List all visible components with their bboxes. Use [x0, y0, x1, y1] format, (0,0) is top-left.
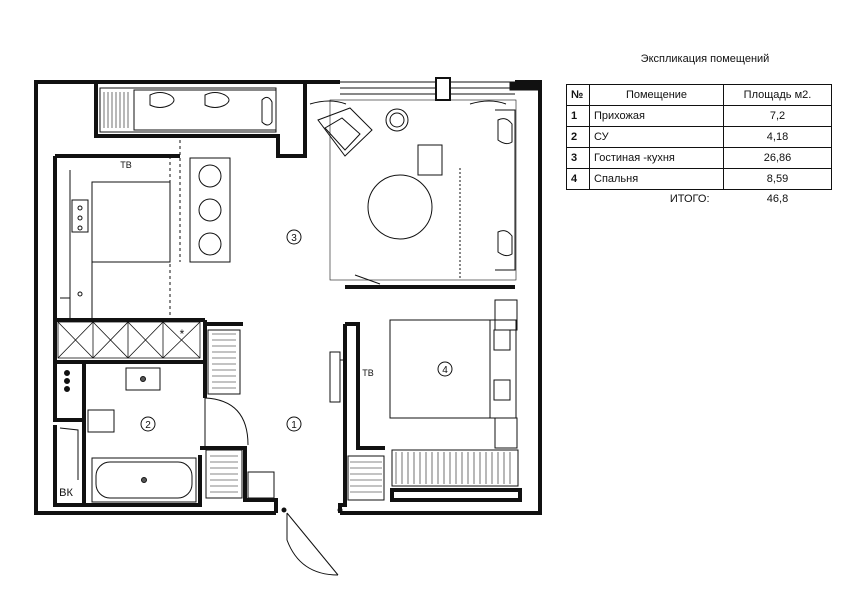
room-marker-2: 2	[140, 416, 156, 432]
svg-text:1: 1	[291, 420, 297, 431]
outer-walls	[34, 80, 542, 515]
svg-text:2: 2	[145, 420, 151, 431]
row-num: 1	[566, 105, 590, 127]
header-num: №	[566, 84, 590, 106]
legend-title: Экспликация помещений	[640, 53, 770, 65]
row-area: 7,2	[723, 105, 832, 127]
room-legend: Экспликация помещений № Помещение Площад…	[566, 53, 836, 208]
water-heater-label: ВК	[59, 487, 73, 499]
table-row: 3 Гостиная -кухня 26,86	[566, 147, 832, 169]
tv-label-bedroom: ТВ	[362, 368, 374, 378]
header-area: Площадь м2.	[723, 84, 832, 106]
row-room: Гостиная -кухня	[589, 147, 724, 169]
utility-closet	[59, 370, 79, 480]
legend-total-row: ИТОГО: 46,8	[567, 190, 832, 209]
room-marker-1: 1	[286, 416, 302, 432]
row-room: Прихожая	[589, 105, 724, 127]
bathroom-fixtures	[87, 367, 197, 503]
bedroom-furniture	[329, 299, 518, 449]
hallway-closets	[205, 329, 385, 501]
tv-label-kitchen: ТВ	[120, 160, 132, 170]
legend-header-row: № Помещение Площадь м2.	[566, 84, 832, 106]
svg-text:4: 4	[442, 365, 448, 376]
kitchen-counter	[60, 140, 181, 320]
row-area: 4,18	[723, 126, 832, 148]
row-area: 8,59	[723, 168, 832, 190]
bedroom-wardrobe	[391, 449, 519, 487]
doors	[204, 397, 343, 576]
row-num: 2	[566, 126, 590, 148]
kitchen-cabinets	[57, 321, 201, 359]
total-area: 46,8	[766, 193, 789, 205]
asterisk-mark: *	[180, 327, 185, 341]
sofa	[99, 87, 277, 133]
closet-hatch	[103, 92, 129, 128]
room-marker-4: 4	[437, 361, 453, 377]
header-room: Помещение	[589, 84, 724, 106]
table-row: 4 Спальня 8,59	[566, 168, 832, 190]
table-row: 1 Прихожая 7,2	[566, 105, 832, 127]
bar-stools	[189, 157, 231, 263]
table-row: 2 СУ 4,18	[566, 126, 832, 148]
interior-walls	[53, 82, 522, 513]
row-room: СУ	[589, 126, 724, 148]
total-label: ИТОГО:	[669, 193, 710, 205]
legend-table: № Помещение Площадь м2. 1 Прихожая 7,2 2…	[566, 84, 832, 208]
svg-text:3: 3	[291, 233, 297, 244]
row-room: Спальня	[589, 168, 724, 190]
room-marker-3: 3	[286, 229, 302, 245]
row-num: 3	[566, 147, 590, 169]
row-num: 4	[566, 168, 590, 190]
window-frame	[340, 77, 541, 101]
row-area: 26,86	[723, 147, 832, 169]
living-furniture	[309, 99, 517, 285]
